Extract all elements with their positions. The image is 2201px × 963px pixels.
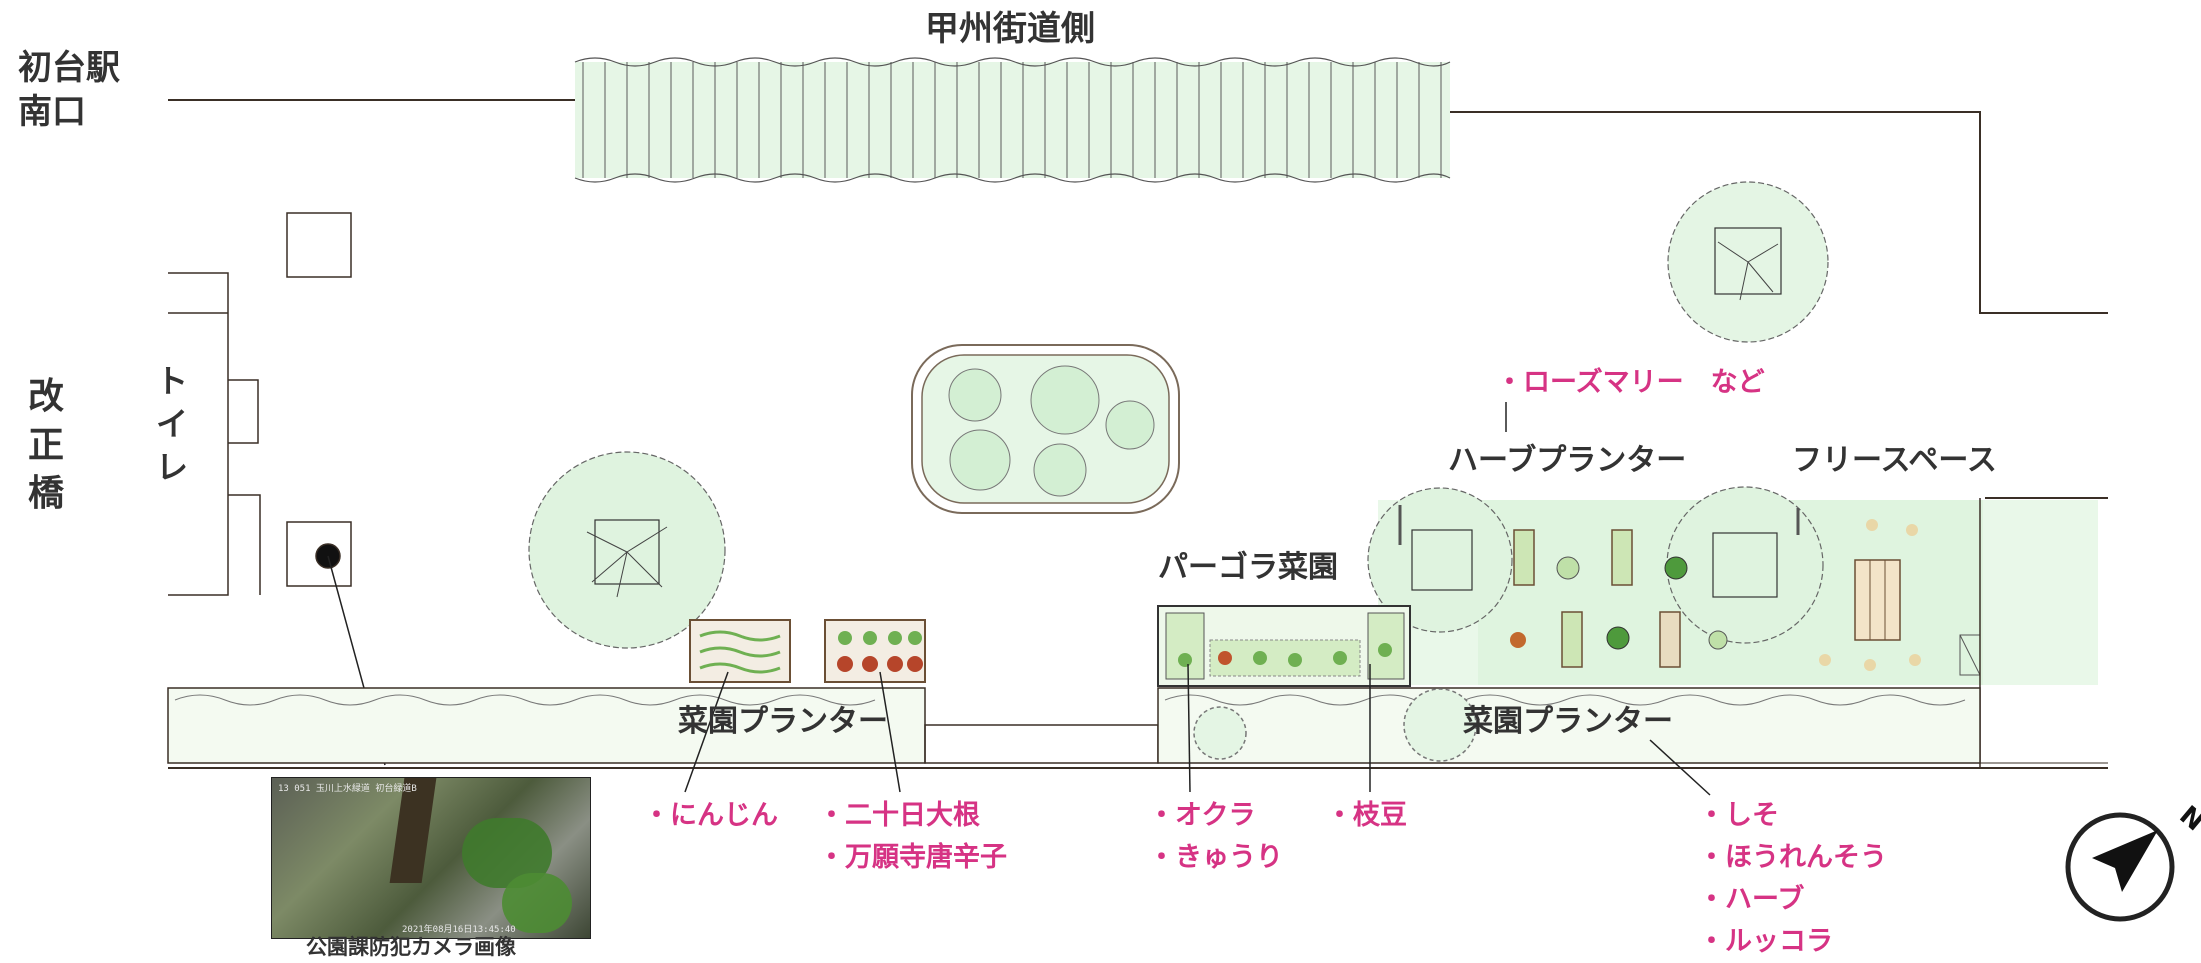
long-planters xyxy=(167,687,1981,764)
crop-planter-radish xyxy=(824,619,926,683)
camera-timestamp: 2021年08月16日13:45:40 xyxy=(402,925,516,935)
shrub xyxy=(502,873,572,933)
herb-area xyxy=(1367,486,2098,768)
crop-carrot-1: ・にんじん xyxy=(643,800,778,831)
crop-radish-2: ・万願寺唐辛子 xyxy=(818,841,1007,873)
herb-planter-label: ハーブプランター xyxy=(1448,443,1687,478)
toilet-char-2: イ xyxy=(155,405,188,444)
crop-okra-2: ・きゅうり xyxy=(1148,841,1283,873)
station-label-line-2: 南口 xyxy=(18,92,86,133)
crop-shiso-2: ・ほうれんそう xyxy=(1698,841,1887,873)
roadside-hedge xyxy=(574,57,1451,183)
crop-label-radish: ・二十日大根 ・万願寺唐辛子 xyxy=(818,795,1007,879)
pergola-garden xyxy=(1157,605,1411,687)
compass-north-letter: N xyxy=(2174,800,2201,837)
central-planter xyxy=(911,344,1180,514)
tree-left xyxy=(528,451,726,649)
crop-radish-1: ・二十日大根 xyxy=(818,800,980,831)
toilet-char-3: レ xyxy=(155,448,188,487)
crop-okra-1: ・オクラ xyxy=(1148,800,1256,831)
crop-planter-carrot xyxy=(689,619,791,683)
toilet-label: ト イ レ xyxy=(152,360,192,490)
crop-shiso-1: ・しそ xyxy=(1698,800,1779,831)
tree-top-right xyxy=(1667,181,1829,343)
pergola-label: パーゴラ菜園 xyxy=(1158,550,1338,585)
crop-rosemary-1: ・ローズマリー など xyxy=(1496,367,1765,398)
bridge-char-1: 改 xyxy=(27,376,64,417)
crop-label-okra: ・オクラ ・きゅうり xyxy=(1148,795,1283,879)
crop-label-shiso: ・しそ ・ほうれんそう ・ハーブ ・ルッコラ xyxy=(1698,795,1887,962)
bridge-label: 改 正 橋 xyxy=(26,373,66,519)
crop-edamame-1: ・枝豆 xyxy=(1326,800,1407,831)
toilet-building xyxy=(168,212,352,596)
bridge-char-2: 正 xyxy=(27,424,64,466)
security-camera-image: 13 051 玉川上水緑道 初台緑道B 2021年08月16日13:45:40 xyxy=(271,777,591,939)
bridge-char-3: 橋 xyxy=(27,473,64,515)
planter-left-label: 菜園プランター xyxy=(678,704,888,739)
crop-shiso-3: ・ハーブ xyxy=(1698,883,1805,915)
compass-icon: N xyxy=(2065,800,2201,922)
planter-right-label: 菜園プランター xyxy=(1463,704,1673,739)
crop-pointer-lines xyxy=(684,663,1711,796)
crop-label-edamame: ・枝豆 xyxy=(1326,795,1407,837)
crop-label-rosemary: ・ローズマリー など xyxy=(1496,362,1765,404)
free-space-label: フリースペース xyxy=(1792,443,1997,478)
camera-caption: 公園課防犯カメラ画像 xyxy=(306,935,516,959)
station-label-line-1: 初台駅 xyxy=(18,48,120,88)
road-side-label: 甲州街道側 xyxy=(925,9,1095,49)
crop-shiso-4: ・ルッコラ xyxy=(1698,925,1833,957)
camera-overlay-text: 13 051 玉川上水緑道 初台緑道B xyxy=(278,784,417,794)
toilet-char-1: ト xyxy=(155,362,188,400)
station-label: 初台駅 南口 xyxy=(18,46,120,134)
crop-label-carrot: ・にんじん xyxy=(643,795,778,837)
